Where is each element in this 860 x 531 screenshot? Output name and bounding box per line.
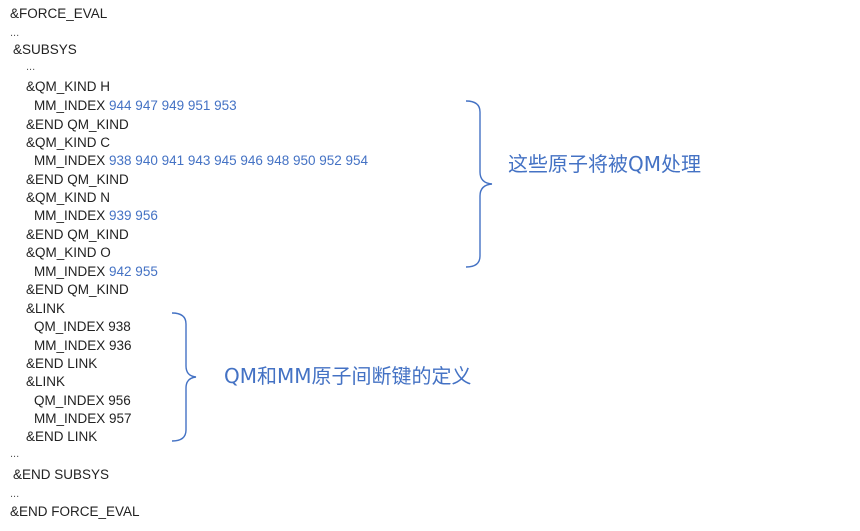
link-close: &END LINK xyxy=(26,429,98,444)
qm-atoms-brace xyxy=(465,100,493,268)
mm-index-label: MM_INDEX xyxy=(34,264,106,279)
subsys-open: &SUBSYS xyxy=(13,42,77,57)
link-close: &END LINK xyxy=(26,356,98,371)
ellipsis: ... xyxy=(10,448,20,460)
link-brace xyxy=(171,312,197,442)
link-open: &LINK xyxy=(26,301,66,316)
mm-index-line: MM_INDEX 938 940 941 943 945 946 948 950… xyxy=(34,153,368,169)
qm-kind-open: &QM_KIND H xyxy=(26,79,111,94)
force-eval-close: &END FORCE_EVAL xyxy=(10,504,140,519)
link-mm-index: MM_INDEX 936 xyxy=(34,338,132,353)
link-qm-index: QM_INDEX 956 xyxy=(34,393,131,408)
link-qm-index: QM_INDEX 938 xyxy=(34,319,131,334)
mm-index-line: MM_INDEX 939 956 xyxy=(34,208,158,224)
qm-kind-open: &QM_KIND C xyxy=(26,135,111,150)
qm-kind-open: &QM_KIND O xyxy=(26,245,111,260)
link-open: &LINK xyxy=(26,374,66,389)
ellipsis: ... xyxy=(26,61,36,73)
qm-kind-close: &END QM_KIND xyxy=(26,117,129,132)
force-eval-open: &FORCE_EVAL xyxy=(10,6,108,21)
mm-index-line: MM_INDEX 942 955 xyxy=(34,264,158,280)
mm-index-values: 938 940 941 943 945 946 948 950 952 954 xyxy=(109,153,369,168)
link-definition-annotation: QM和MM原子间断键的定义 xyxy=(224,364,472,388)
mm-index-label: MM_INDEX xyxy=(34,98,106,113)
mm-index-label: MM_INDEX xyxy=(34,153,106,168)
mm-index-values: 942 955 xyxy=(109,264,158,279)
subsys-close: &END SUBSYS xyxy=(13,467,110,482)
qm-atoms-annotation: 这些原子将被QM处理 xyxy=(508,152,701,176)
ellipsis: ... xyxy=(10,488,20,500)
qm-kind-open: &QM_KIND N xyxy=(26,190,111,205)
qm-kind-close: &END QM_KIND xyxy=(26,172,129,187)
mm-index-values: 944 947 949 951 953 xyxy=(109,98,237,113)
mm-index-label: MM_INDEX xyxy=(34,208,106,223)
qm-kind-close: &END QM_KIND xyxy=(26,282,129,297)
mm-index-line: MM_INDEX 944 947 949 951 953 xyxy=(34,98,237,114)
link-mm-index: MM_INDEX 957 xyxy=(34,411,132,426)
ellipsis: ... xyxy=(10,27,20,39)
qm-kind-close: &END QM_KIND xyxy=(26,227,129,242)
mm-index-values: 939 956 xyxy=(109,208,158,223)
